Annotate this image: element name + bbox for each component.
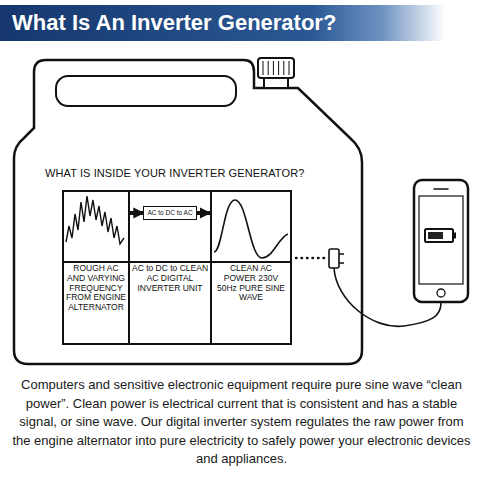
flow-arrow (130, 211, 143, 215)
sine-waveform (214, 200, 288, 258)
housing-heading: WHAT IS INSIDE YOUR INVERTER GENERATOR? (45, 167, 304, 179)
panel-divider (62, 261, 292, 263)
stage-panel: AC to DC to CLEAN AC DIGITAL INVERTER UN… (128, 190, 212, 345)
cap-neck (264, 78, 288, 88)
handle-opening (56, 76, 236, 106)
flow-arrow (197, 211, 210, 215)
cap-ridge (268, 61, 269, 75)
caption-holder: Computers and sensitive electronic equip… (10, 376, 473, 469)
inverter-chip-box: AC to DC to AC (143, 206, 196, 220)
generator-housing: WHAT IS INSIDE YOUR INVERTER GENERATOR? R… (10, 50, 366, 368)
panel-label: ROUGH AC AND VARYING FREQUENCY FROM ENGI… (64, 264, 128, 313)
plug (329, 249, 339, 268)
plug-prong (339, 262, 344, 264)
stage-panel: CLEAN AC POWER 230V 50Hz PURE SINE WAVE (210, 190, 292, 345)
cap-ridge (273, 61, 274, 75)
phone-button (437, 289, 445, 297)
title-banner (0, 5, 445, 41)
battery-icon (425, 229, 453, 242)
phone-speaker (434, 188, 448, 190)
battery-terminal (453, 233, 456, 239)
cap-ridge (263, 61, 264, 75)
housing-outline-path (14, 60, 362, 364)
caption-text: Computers and sensitive electronic equip… (10, 376, 473, 469)
plug-prong (339, 253, 344, 255)
cap-ridge (278, 61, 279, 75)
fuel-cap (258, 58, 294, 78)
panel-label: CLEAN AC POWER 230V 50Hz PURE SINE WAVE (212, 264, 290, 303)
phone-body (414, 180, 468, 302)
phone-screen (419, 196, 463, 284)
outlet-dots (296, 257, 328, 260)
cap-ridge (283, 61, 284, 75)
stage-panel: ROUGH AC AND VARYING FREQUENCY FROM ENGI… (62, 190, 130, 345)
cap-ridge (289, 61, 290, 75)
title-text: What Is An Inverter Generator? (12, 8, 336, 38)
panel-label: AC to DC to CLEAN AC DIGITAL INVERTER UN… (130, 264, 210, 293)
battery-charge (428, 232, 443, 239)
rough-ac-waveform (66, 196, 124, 244)
chip-label: AC to DC to AC (147, 209, 192, 217)
title-holder: What Is An Inverter Generator? (12, 8, 336, 38)
